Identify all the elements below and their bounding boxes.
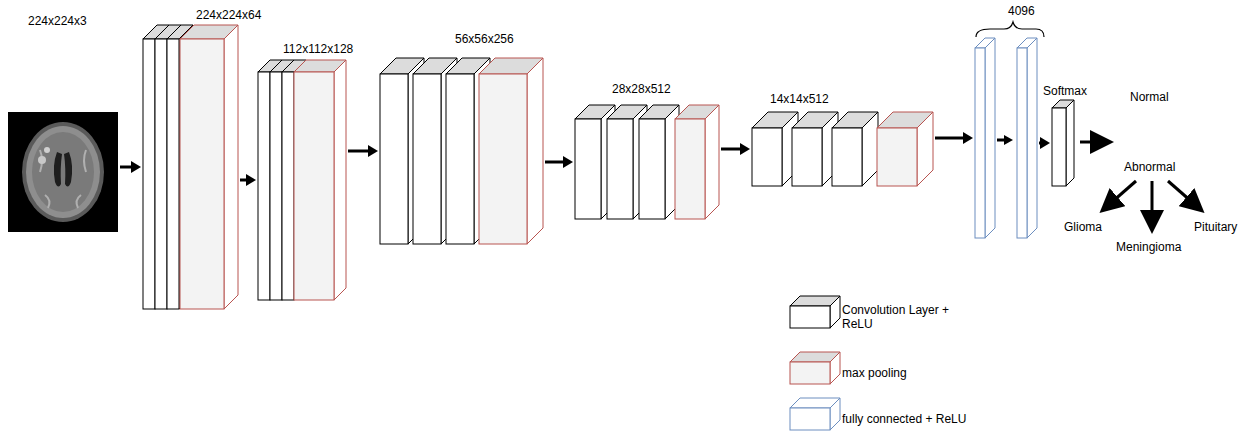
pool-layer (877, 112, 933, 186)
fully-connected-block: 4096 (975, 38, 1037, 238)
conv-block: 112x112x128 (258, 60, 346, 300)
class-label: Abnormal (1124, 160, 1175, 174)
dimension-label: 224x224x64 (196, 8, 261, 22)
layer-stack (975, 38, 1037, 238)
class-arrow (1151, 181, 1154, 228)
fc-layer (975, 38, 995, 238)
brace (976, 22, 1044, 37)
conv-layer (143, 25, 169, 309)
flow-arrow (1039, 137, 1050, 149)
class-arrow (1104, 181, 1136, 209)
conv-layer (792, 112, 838, 186)
class-label: Normal (1130, 90, 1169, 104)
class-label: Meningioma (1116, 240, 1181, 254)
pool-layer (294, 60, 346, 300)
flow-arrow (120, 161, 141, 173)
layer-stack (1052, 100, 1074, 186)
conv-layer (270, 60, 294, 300)
conv-layer (832, 112, 878, 186)
flow-arrow (545, 156, 573, 168)
layer-stack (380, 58, 543, 244)
class-label: Pituitary (1194, 220, 1237, 234)
legend-text: max pooling (842, 366, 907, 380)
pool-layer (180, 25, 238, 309)
dimension-label: 14x14x512 (770, 92, 829, 106)
fc-layer (1017, 38, 1037, 238)
legend-text: Convolution Layer + ReLU (842, 303, 960, 331)
conv-layer (258, 60, 282, 300)
conv-layer (752, 112, 798, 186)
conv-layer (155, 25, 181, 309)
class-label: Glioma (1064, 220, 1102, 234)
layer-stack (258, 60, 346, 300)
layer-stack (752, 112, 933, 186)
layer-stack (143, 25, 238, 309)
legend-pool-swatch (790, 352, 840, 384)
pool-layer (479, 58, 543, 244)
conv-block: 14x14x512 (752, 112, 933, 186)
soft-layer (1052, 100, 1074, 186)
softmax-layer: Softmax (1052, 100, 1074, 186)
flow-arrow (935, 132, 973, 144)
dimension-label: 224x224x3 (28, 14, 87, 28)
legend-text: fully connected + ReLU (842, 412, 966, 426)
output-arrow (1080, 141, 1108, 144)
legend-fc-swatch (790, 398, 840, 430)
dimension-label: 56x56x256 (455, 32, 514, 46)
conv-block: 28x28x512 (575, 105, 719, 219)
pool-layer (675, 105, 719, 219)
flow-arrow (721, 143, 750, 155)
conv-layer (639, 105, 679, 219)
flow-arrow (240, 174, 256, 186)
flow-arrow (348, 145, 378, 157)
conv-block: 224x224x64 (143, 25, 238, 309)
dimension-label: 4096 (1008, 4, 1035, 18)
layer-stack (575, 105, 719, 219)
input-image: 224x224x3 (8, 112, 118, 232)
conv-block: 56x56x256 (380, 58, 543, 244)
mri-image (8, 112, 118, 232)
dimension-label: 28x28x512 (612, 82, 671, 96)
class-arrow (1168, 181, 1200, 209)
dimension-label: 112x112x128 (283, 42, 353, 56)
legend-conv-swatch (790, 296, 840, 328)
inner-arrow (997, 135, 1013, 145)
dimension-label: Softmax (1043, 84, 1087, 98)
